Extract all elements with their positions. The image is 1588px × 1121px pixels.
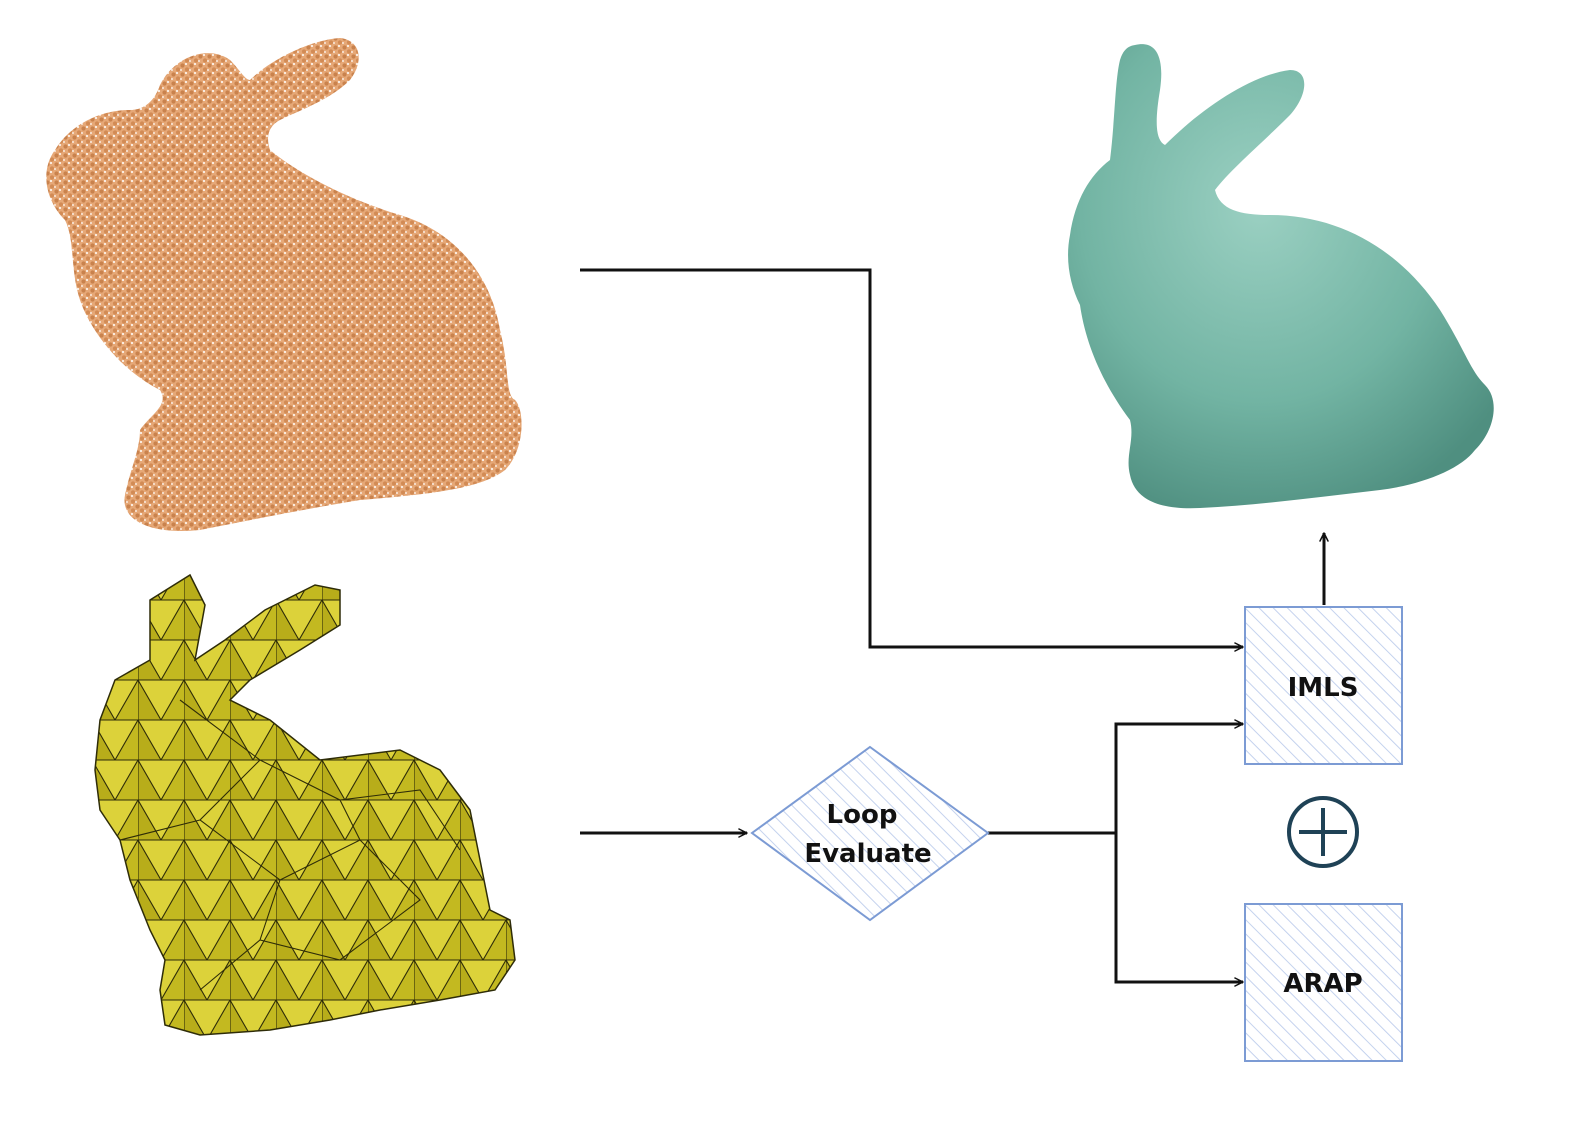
arap-node: ARAP — [1244, 903, 1403, 1062]
point-cloud-bunny — [46, 38, 522, 531]
imls-node: IMLS — [1244, 606, 1403, 765]
plus-circle-icon — [1287, 796, 1359, 868]
pointcloud-to-imls-arrow — [580, 268, 1244, 652]
connectors — [580, 268, 1329, 987]
arap-label: ARAP — [1283, 969, 1362, 999]
coarse-mesh-bunny — [94, 573, 516, 1036]
loop-evaluate-node: Loop Evaluate — [750, 745, 990, 922]
imls-label: IMLS — [1288, 673, 1359, 703]
branch-to-imls-arrow — [1114, 719, 1244, 833]
loop-label: Loop — [827, 800, 898, 830]
smooth-mesh-bunny — [1068, 44, 1494, 509]
evaluate-label: Evaluate — [804, 839, 931, 869]
branch-to-arap-arrow — [1114, 833, 1244, 987]
